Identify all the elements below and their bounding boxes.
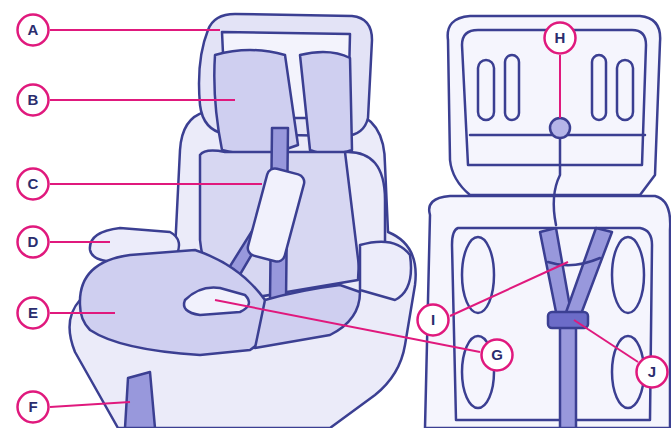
- leader-line: [50, 241, 110, 243]
- callout-circle: D: [16, 225, 50, 259]
- callout-circle: I: [416, 303, 450, 337]
- callout-letter: H: [543, 21, 577, 55]
- callout-letter: B: [16, 83, 50, 117]
- leader-line: [215, 300, 480, 352]
- vent-slot: [617, 60, 633, 120]
- callout-circle: G: [480, 338, 514, 372]
- callout-circle: F: [16, 390, 50, 424]
- leader-line: [50, 183, 262, 185]
- chest-strap: [548, 258, 600, 265]
- shoulder-pad: [246, 167, 306, 264]
- callout-circle: H: [543, 21, 577, 55]
- callout-letter: J: [635, 355, 669, 389]
- seat-cushion: [80, 250, 270, 355]
- callout-letter: F: [16, 390, 50, 424]
- crotch-strap: [560, 325, 576, 428]
- harness-adjuster: [550, 118, 570, 138]
- seat-shell: [70, 112, 416, 428]
- side-pad: [462, 237, 494, 313]
- leader-line: [50, 29, 220, 31]
- harness-strap: [564, 228, 612, 322]
- callout-letter: E: [16, 296, 50, 330]
- callout-circle: C: [16, 167, 50, 201]
- vent-slot: [592, 55, 606, 120]
- head-pad: [300, 52, 352, 154]
- callout-letter: D: [16, 225, 50, 259]
- vent-slot: [478, 60, 494, 120]
- seat-shell-front: [425, 196, 670, 428]
- seat-inner: [452, 228, 652, 420]
- harness-cord: [554, 138, 560, 225]
- leader-line: [559, 55, 561, 118]
- callout-circle: J: [635, 355, 669, 389]
- leader-line: [574, 320, 638, 362]
- leader-line: [50, 312, 115, 314]
- armrest: [360, 242, 411, 300]
- callout-letter: C: [16, 167, 50, 201]
- callout-circle: A: [16, 13, 50, 47]
- callout-letter: G: [480, 338, 514, 372]
- vent-slot: [505, 55, 519, 120]
- headrest-front: [448, 16, 660, 195]
- leader-line: [50, 402, 130, 407]
- callout-circle: E: [16, 296, 50, 330]
- callout-letter: A: [16, 13, 50, 47]
- leader-line: [50, 99, 235, 101]
- callout-letter: I: [416, 303, 450, 337]
- seat-cushion: [255, 285, 360, 348]
- support-leg: [125, 372, 155, 428]
- side-pad: [612, 237, 644, 313]
- callout-circle: B: [16, 83, 50, 117]
- leader-line: [450, 262, 568, 316]
